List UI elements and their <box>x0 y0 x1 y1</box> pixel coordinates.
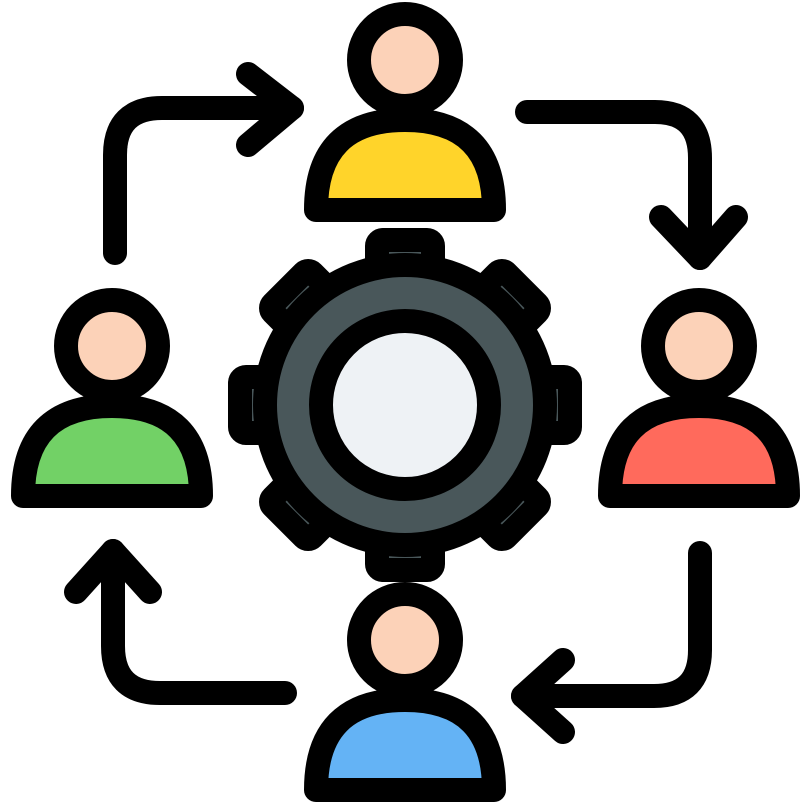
person-body <box>598 394 800 508</box>
person-body <box>11 394 213 508</box>
people-group <box>11 2 800 802</box>
person-left-icon <box>11 288 213 508</box>
person-body <box>304 688 506 802</box>
person-head <box>54 288 170 404</box>
person-head <box>347 2 463 118</box>
person-right-icon <box>598 288 800 508</box>
gear-icon <box>228 228 582 582</box>
arrow-bottom-to-left-icon <box>64 539 297 705</box>
person-head <box>641 288 757 404</box>
person-head <box>347 582 463 698</box>
cycle-arrows <box>64 62 748 744</box>
person-body <box>304 108 506 222</box>
arrow-right-to-bottom-icon <box>511 541 712 744</box>
arrow-top-to-right-icon <box>515 100 748 270</box>
gear-center <box>309 309 501 501</box>
person-bottom-icon <box>304 582 506 802</box>
arrow-left-to-top-icon <box>103 62 304 265</box>
person-top-icon <box>304 2 506 222</box>
